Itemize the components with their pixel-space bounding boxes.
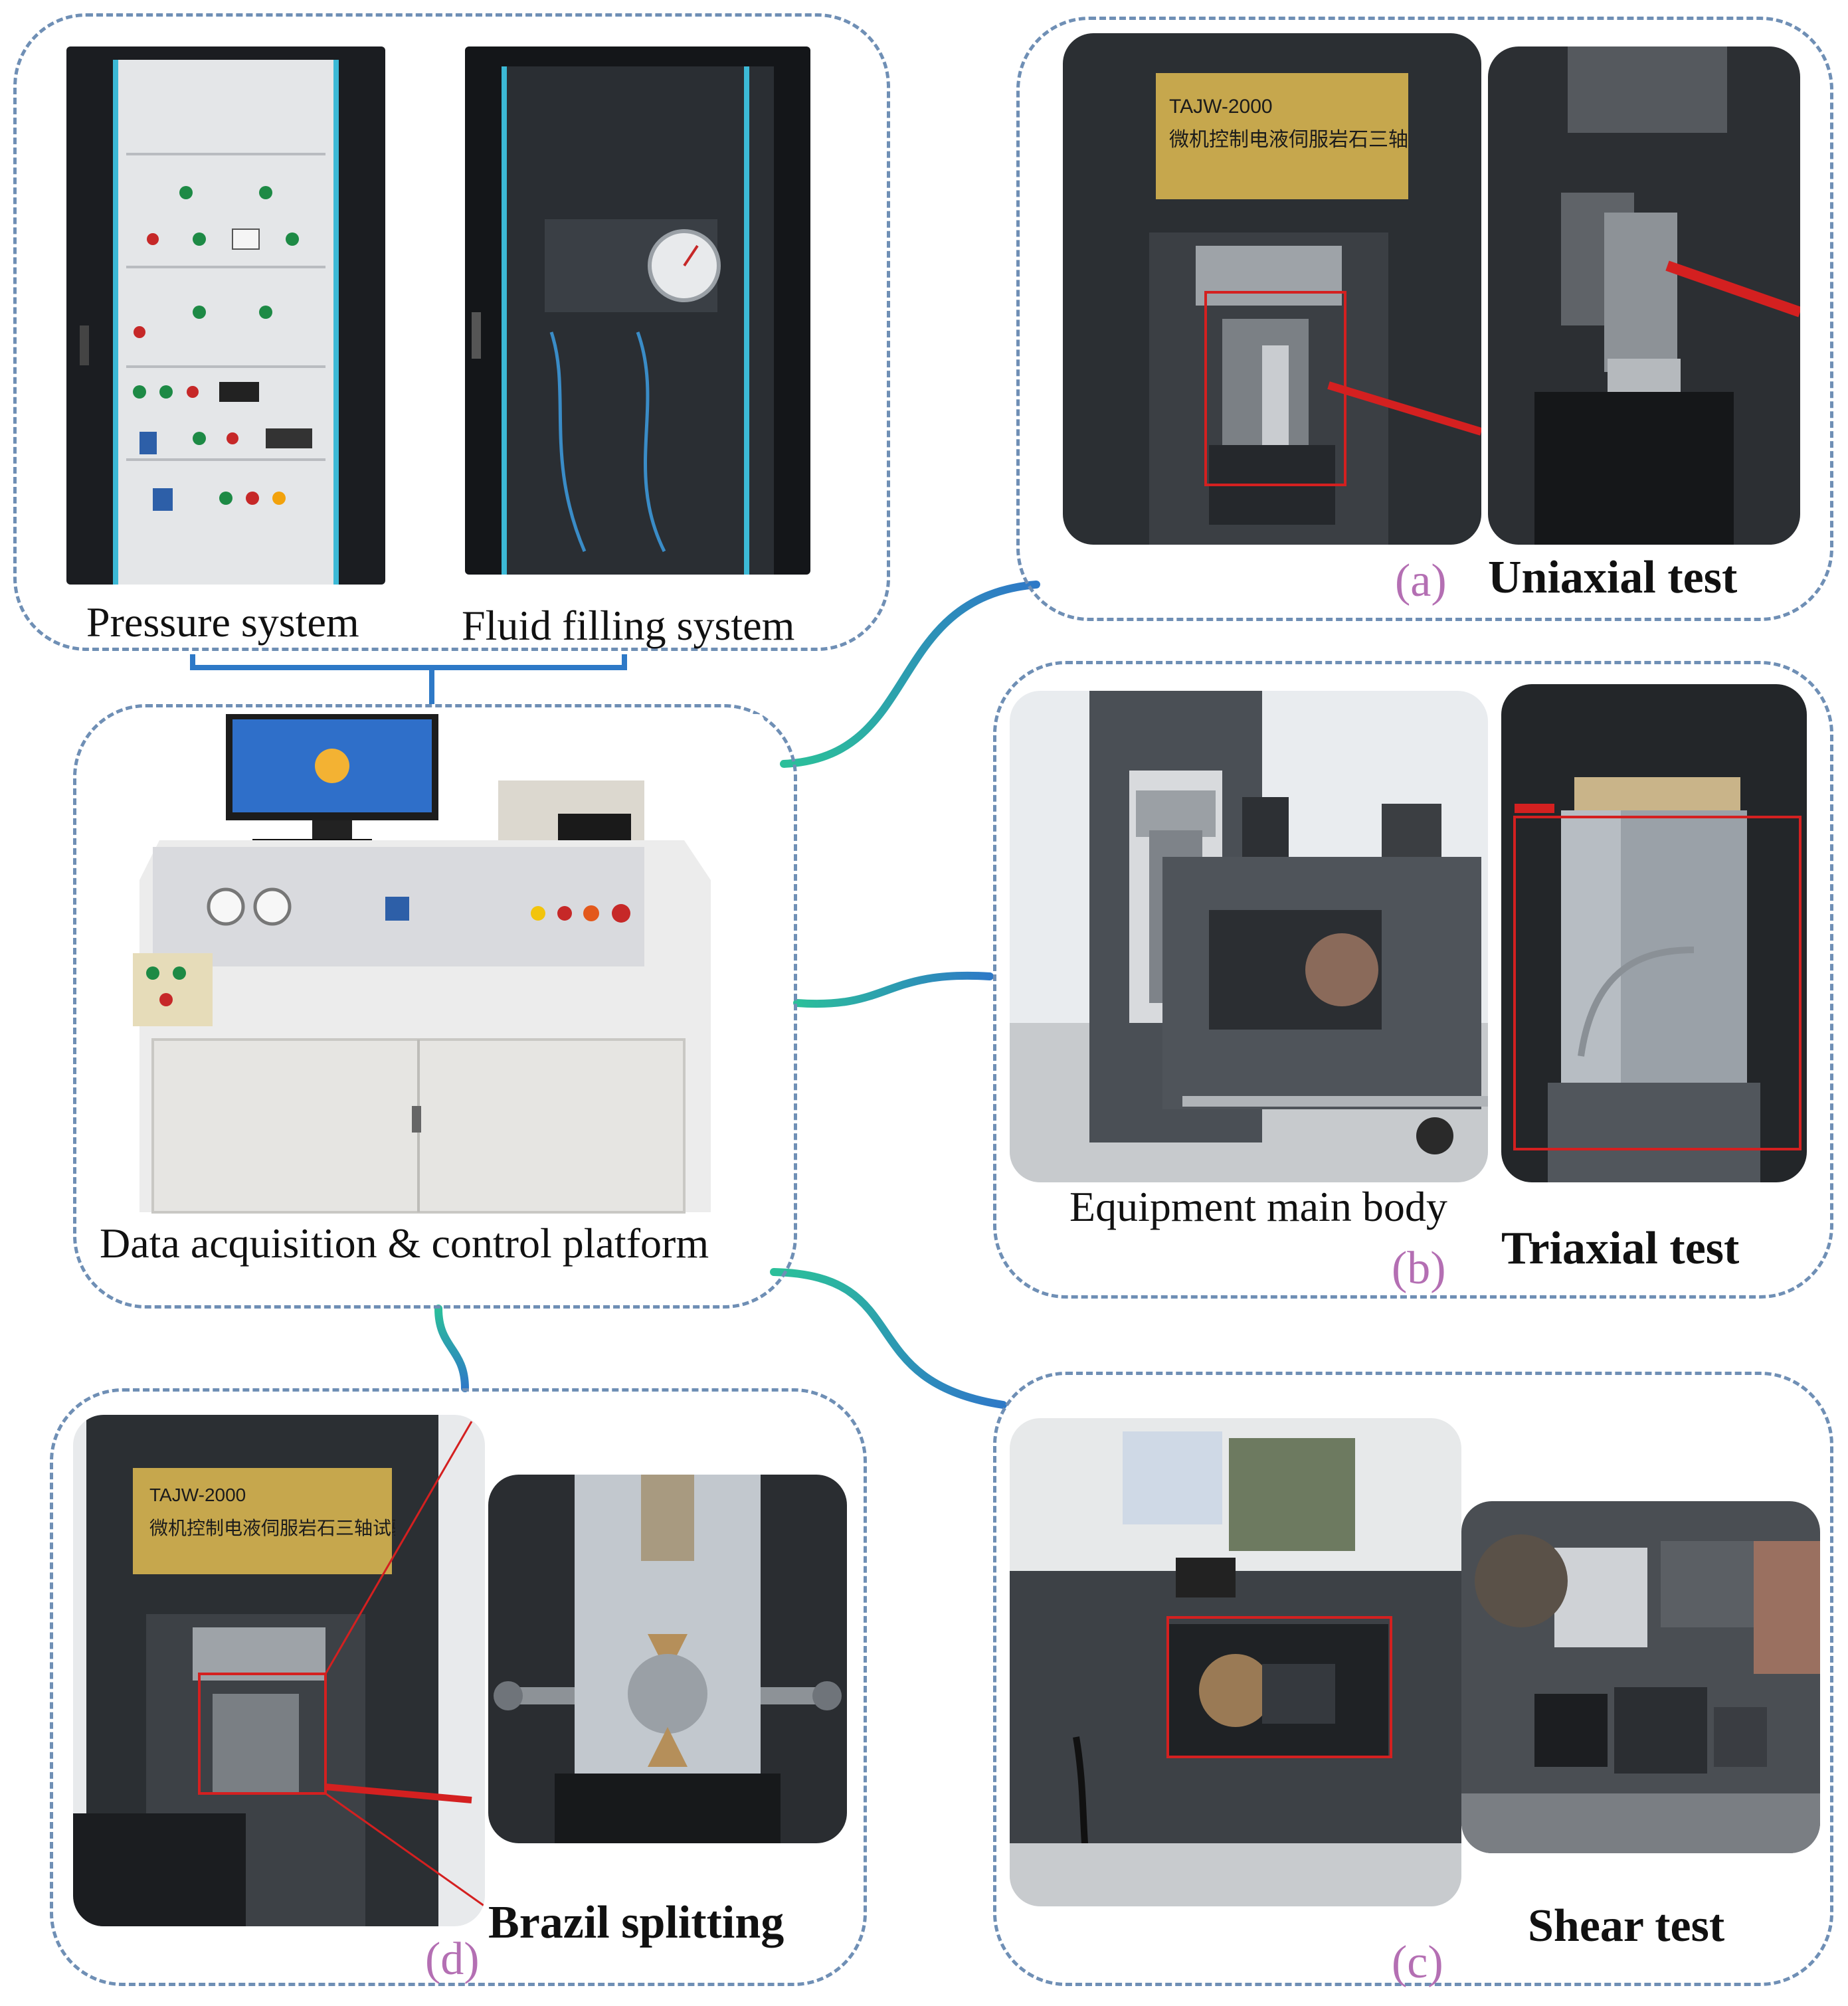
photo-uniaxial-machine	[1063, 33, 1481, 545]
caption-control-platform: Data acquisition & control platform	[100, 1220, 709, 1267]
nameplate-brazil-name: 微机控制电液伺服岩石三轴试验机	[149, 1517, 395, 1539]
caption-fluid-filling-system: Fluid filling system	[462, 602, 795, 649]
panel-systems	[13, 13, 890, 651]
panel-triaxial-test	[993, 661, 1833, 1299]
panel-c-letter: (c)	[1392, 1937, 1443, 1988]
panel-shear-test	[993, 1372, 1833, 1986]
nameplate-brazil: TAJW-2000 微机控制电液伺服岩石三轴试验机	[149, 1485, 395, 1539]
photo-fluid-filling-system	[465, 46, 810, 575]
nameplate-uniaxial: TAJW-2000 微机控制电液伺服岩石三轴试验机	[1169, 96, 1408, 151]
panel-d-letter: (d)	[425, 1934, 480, 1985]
photo-brazil-machine	[73, 1415, 485, 1926]
panel-a-letter: (a)	[1395, 555, 1447, 606]
bracket-top-systems	[190, 654, 627, 704]
panel-brazil-splitting	[50, 1388, 867, 1986]
connector-to-uniaxial	[780, 581, 1040, 768]
panel-c-title: Shear test	[1528, 1900, 1725, 1952]
photo-control-platform	[126, 714, 764, 1219]
photo-pressure-system	[66, 46, 385, 585]
connector-to-shear	[770, 1268, 1007, 1409]
panel-a-title: Uniaxial test	[1488, 552, 1738, 603]
caption-pressure-system: Pressure system	[86, 598, 359, 646]
nameplate-brazil-model: TAJW-2000	[149, 1485, 246, 1505]
panel-d-title: Brazil splitting	[488, 1897, 785, 1948]
photo-shear-equipment	[1010, 1418, 1461, 1906]
photo-brazil-closeup	[488, 1475, 847, 1843]
panel-b-title: Triaxial test	[1501, 1223, 1740, 1274]
photo-triaxial-equipment	[1010, 691, 1488, 1182]
caption-equipment-main-body: Equipment main body	[1069, 1183, 1447, 1230]
nameplate-uniaxial-name: 微机控制电液伺服岩石三轴试验机	[1169, 128, 1408, 151]
connector-to-triaxial	[793, 971, 994, 1008]
panel-control-platform	[73, 704, 797, 1309]
photo-uniaxial-closeup	[1488, 46, 1800, 545]
nameplate-uniaxial-model: TAJW-2000	[1169, 96, 1273, 118]
photo-triaxial-cell	[1501, 684, 1807, 1182]
panel-uniaxial-test	[1016, 17, 1833, 621]
panel-b-letter: (b)	[1392, 1243, 1446, 1294]
connector-to-brazil	[434, 1305, 469, 1392]
photo-shear-closeup	[1461, 1501, 1820, 1853]
